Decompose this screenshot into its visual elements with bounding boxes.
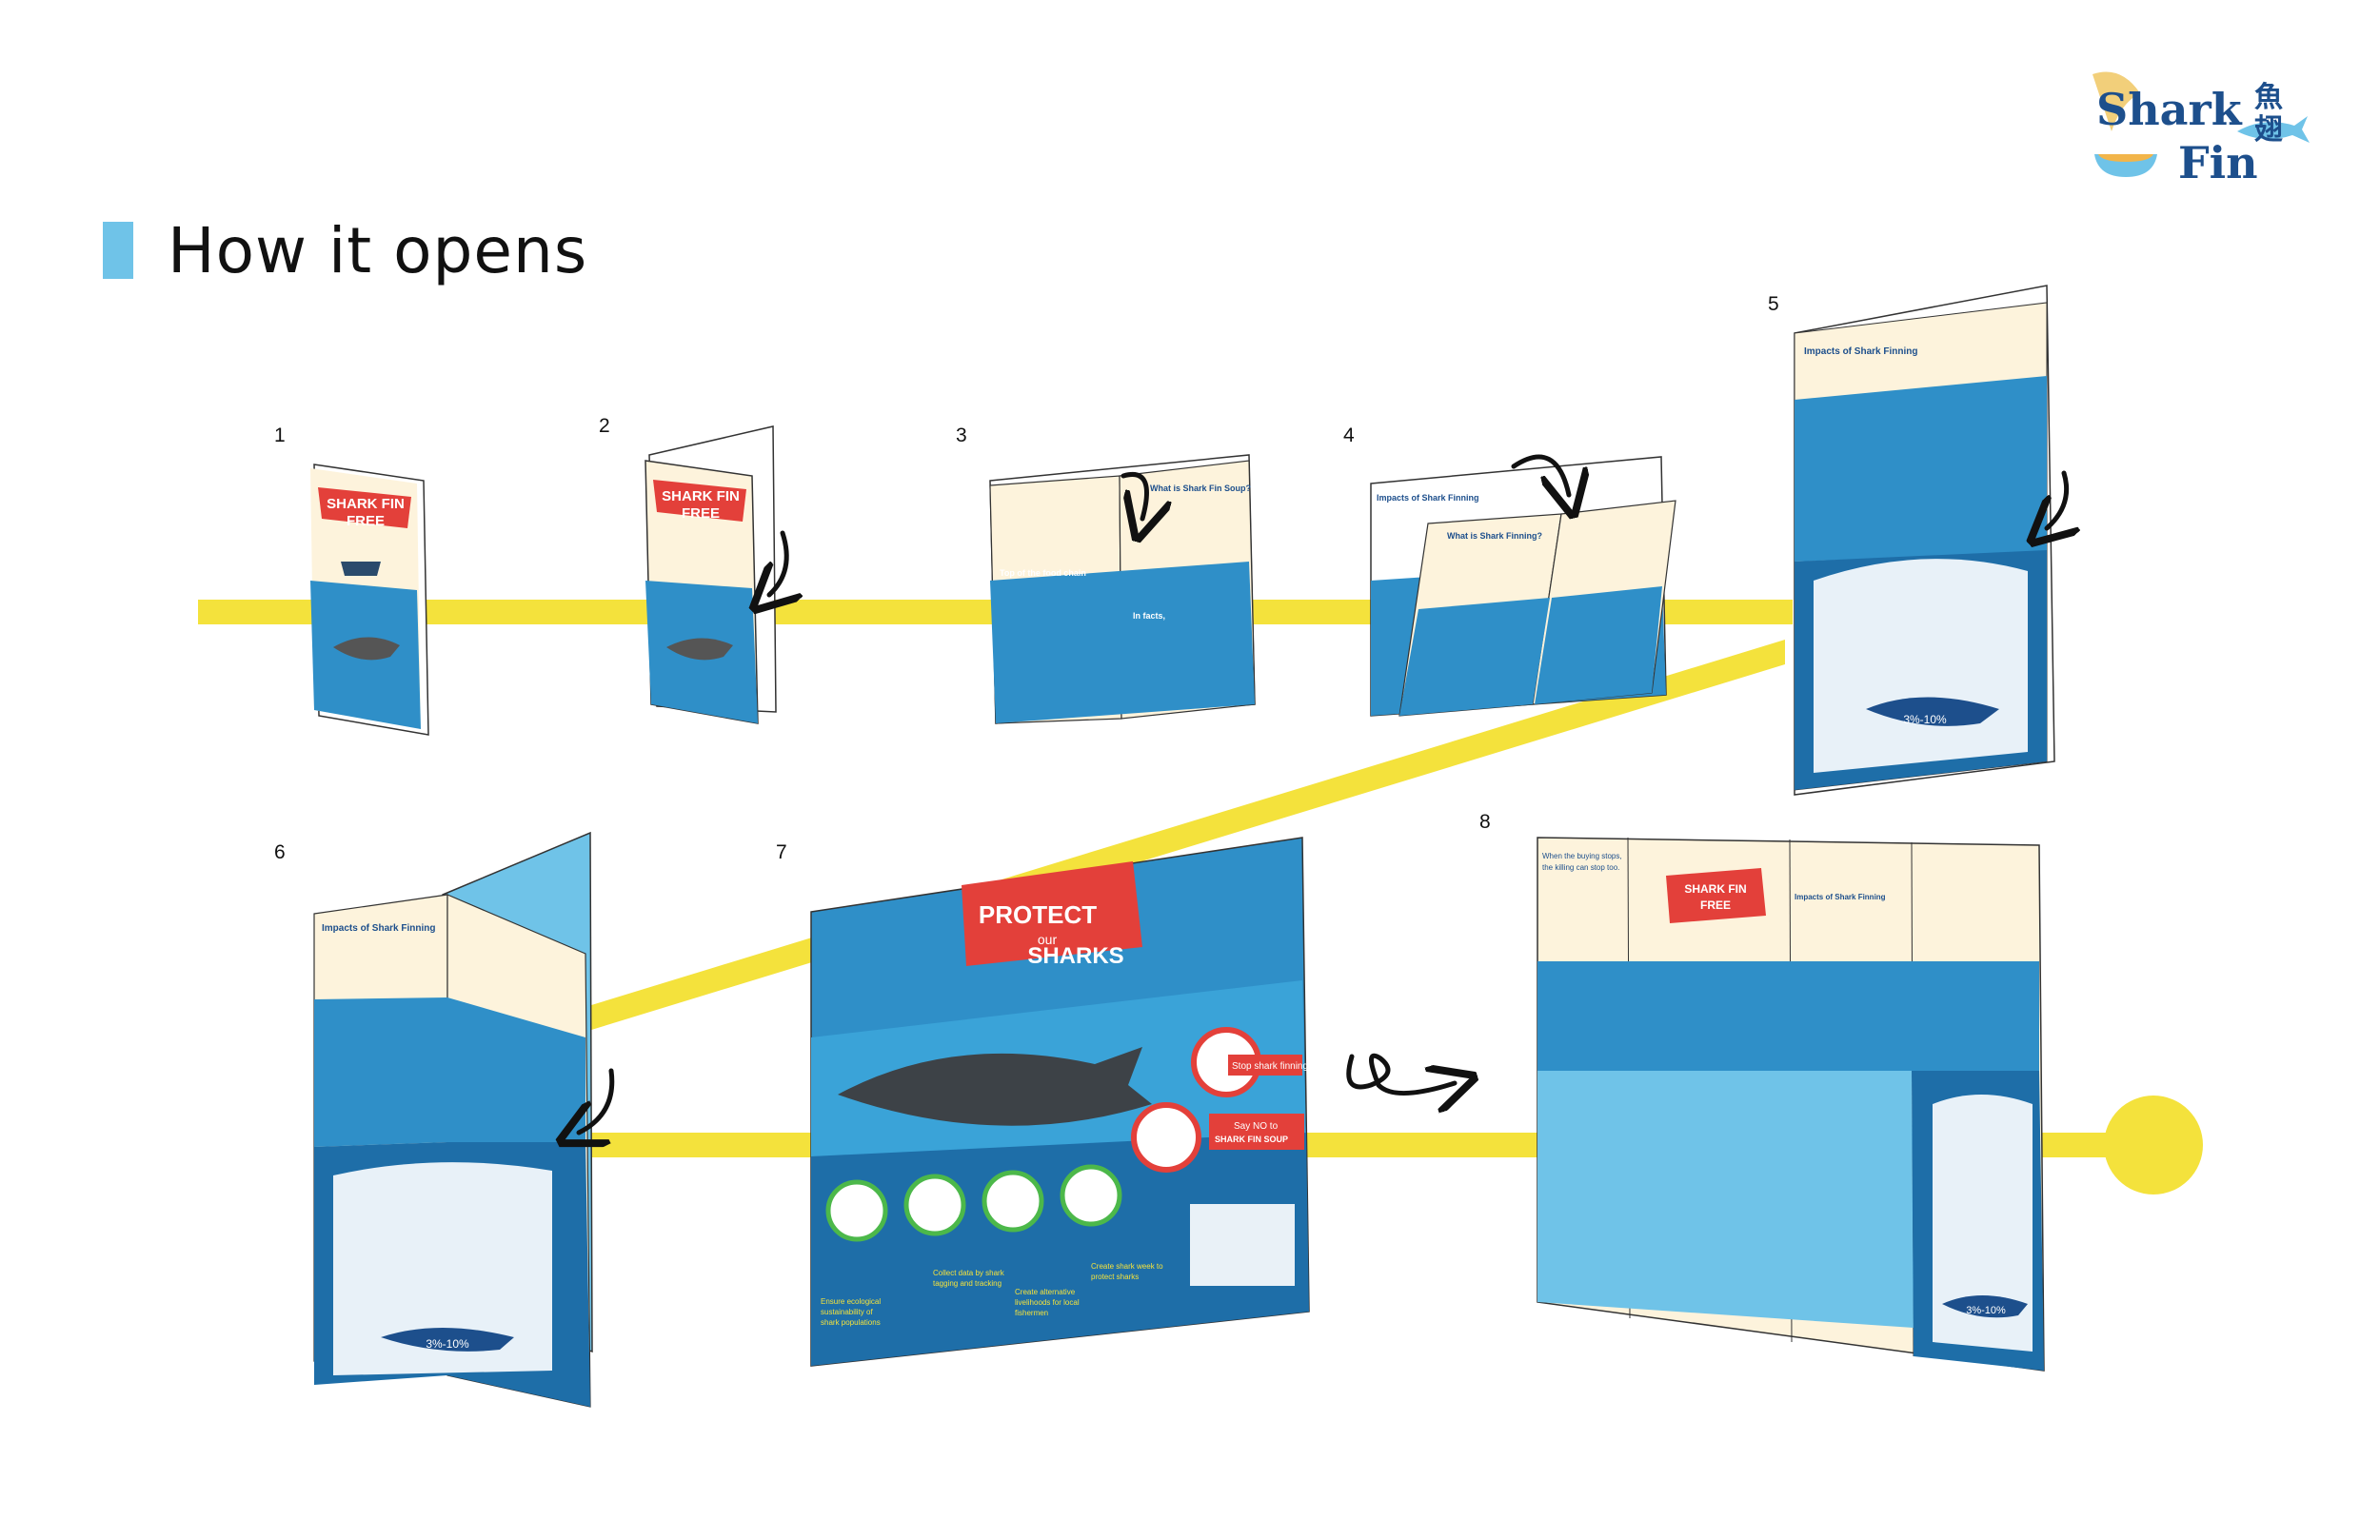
action-2-line2: tagging and tracking <box>933 1279 1002 1288</box>
brochure-step-7: PROTECT our SHARKS Stop shark finning Sa… <box>810 837 1310 1367</box>
step-number-2: 2 <box>599 415 610 437</box>
fold-arrow-4 <box>1511 454 1569 495</box>
poster-stop-finning: Stop shark finning <box>1232 1061 1308 1072</box>
step-number-8: 8 <box>1479 811 1491 833</box>
panel-heading-food-chain: Top of the food chain <box>1000 568 1086 578</box>
logo-word-shark: Shark <box>2096 84 2242 135</box>
cover-subtitle-1: FREE <box>347 513 385 529</box>
poster-title-sharks: SHARKS <box>1027 943 1123 969</box>
brochure-step-4: Impacts of Shark Finning What is Shark F… <box>1370 454 1676 717</box>
back-impacts-heading: Impacts of Shark Finning <box>1795 893 1886 901</box>
panel-heading-impacts-4: Impacts of Shark Finning <box>1377 493 1479 503</box>
page-title: How it opens <box>168 213 588 287</box>
step-number-3: 3 <box>956 424 967 446</box>
poster-shark-fin-soup: SHARK FIN SOUP <box>1215 1135 1288 1144</box>
step-number-7: 7 <box>776 841 787 863</box>
brochure-step-1: SHARK FIN FREE <box>310 464 429 736</box>
action-4-line2: protect sharks <box>1091 1273 1139 1281</box>
brochure-step-5: Impacts of Shark Finning 3%-10% <box>1794 285 2067 796</box>
action-1-line1: Ensure ecological <box>821 1297 881 1306</box>
cover-subtitle-2: FREE <box>682 505 720 522</box>
brochure-step-2: SHARK FIN FREE <box>645 425 786 724</box>
back-cover-subtitle: FREE <box>1700 898 1731 912</box>
brochure-step-6: Impacts of Shark Finning 3%-10% <box>313 831 615 1408</box>
action-4-line1: Create shark week to <box>1091 1262 1163 1271</box>
panel-heading-in-facts: In facts, <box>1133 611 1165 621</box>
poster-say-no: Say NO to <box>1234 1121 1279 1132</box>
action-2-line1: Collect data by shark <box>933 1269 1005 1277</box>
soup-bowl-icon <box>2094 154 2157 177</box>
shark-fin-logo: Shark Fin 魚翅 <box>2083 65 2311 188</box>
panel-heading-what-is-soup: What is Shark Fin Soup? <box>1150 484 1251 493</box>
fold-arrow-6 <box>579 1068 615 1133</box>
step-number-6: 6 <box>274 841 286 863</box>
percent-label-6: 3%-10% <box>426 1337 469 1351</box>
fold-arrow-2 <box>769 530 786 595</box>
poster-title-protect: PROTECT <box>979 900 1097 929</box>
timeline-end-dot <box>2104 1096 2203 1194</box>
shark-illustration <box>838 1047 1152 1126</box>
cover-title-2: SHARK FIN <box>662 488 740 504</box>
poster-title-our: our <box>1038 932 1058 947</box>
step-number-5: 5 <box>1768 293 1779 315</box>
back-buying-line2: the killing can stop too. <box>1542 863 1619 872</box>
fold-arrow-3 <box>1121 472 1147 519</box>
action-1-line3: shark populations <box>821 1318 881 1327</box>
brochure-step-3: What is Shark Fin Soup? Top of the food … <box>989 454 1256 724</box>
flip-arrow <box>1346 1053 1455 1093</box>
brochure-step-8: SHARK FIN FREE When the buying stops, th… <box>1537 837 2045 1372</box>
percent-label-5: 3%-10% <box>1903 713 1947 726</box>
action-3-line2: livelihoods for local <box>1015 1298 1080 1307</box>
action-3-line1: Create alternative <box>1015 1288 1076 1296</box>
step-number-1: 1 <box>274 424 286 446</box>
back-cover-title: SHARK FIN <box>1684 882 1746 896</box>
fold-arrow-5 <box>2047 470 2067 528</box>
fin-icon <box>2092 71 2140 131</box>
back-buying-line1: When the buying stops, <box>1542 852 1622 860</box>
logo-word-fin: Fin <box>2178 137 2258 188</box>
panel-heading-finning-4: What is Shark Finning? <box>1447 531 1542 541</box>
action-1-line2: sustainability of <box>821 1308 873 1316</box>
percent-label-8: 3%-10% <box>1966 1305 2006 1316</box>
panel-heading-impacts-5: Impacts of Shark Finning <box>1804 346 1917 357</box>
action-3-line3: fishermen <box>1015 1309 1048 1317</box>
panel-heading-impacts-6: Impacts of Shark Finning <box>322 923 435 934</box>
cover-title-1: SHARK FIN <box>327 496 405 512</box>
page-heading: How it opens <box>103 213 588 287</box>
heading-accent-bar <box>103 222 133 279</box>
logo-chinese: 魚翅 <box>2254 81 2283 147</box>
step-number-4: 4 <box>1343 424 1355 446</box>
shark-icon <box>2237 116 2310 143</box>
